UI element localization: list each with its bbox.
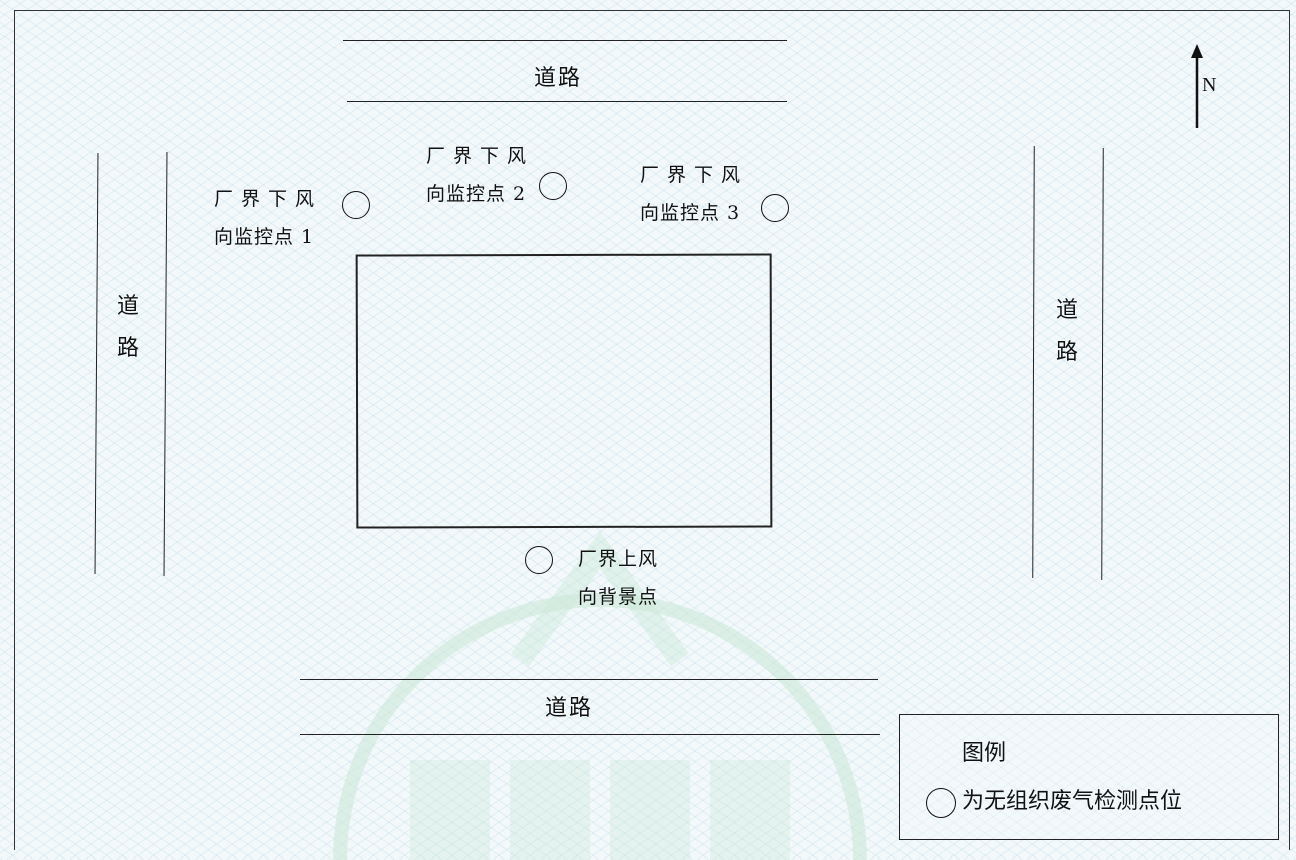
legend-circle-icon [926,788,956,818]
legend-item-text: 为无组织废气检测点位 [962,789,1183,814]
monitoring-point-3-line2: 向监控点 3 [640,202,741,224]
north-label: N [1202,74,1217,96]
north-road-label: 道路 [534,66,583,91]
monitoring-point-2-line2: 向监控点 2 [426,183,527,205]
south-road-edge-top [300,679,878,680]
east-road-label: 道路 [1055,298,1078,365]
background-point-label: 厂界上风 向背景点 [578,540,658,616]
monitoring-point-3-marker [761,194,789,222]
south-road-label: 道路 [545,696,594,721]
monitoring-point-1-marker [342,191,370,219]
west-road-label: 道路 [116,294,139,361]
legend-title: 图例 [962,741,1007,766]
background-point-marker [525,546,553,574]
background-point-line2: 向背景点 [578,586,659,608]
monitoring-point-1-line1: 厂界下风 [214,188,323,210]
monitoring-point-1-line2: 向监控点 1 [214,226,315,248]
monitoring-point-1-label: 厂界下风 向监控点 1 [214,180,322,256]
monitoring-point-2-marker [539,172,567,200]
monitoring-point-3-label: 厂界下风 向监控点 3 [640,156,748,232]
monitoring-point-3-line1: 厂界下风 [640,164,749,186]
background-point-line1: 厂界上风 [578,548,659,570]
south-road-edge-bottom [300,734,880,735]
north-arrow-icon [1191,44,1203,128]
north-road-edge-top [343,40,787,41]
factory-boundary [355,253,773,529]
legend-box: 图例 为无组织废气检测点位 [899,714,1279,840]
monitoring-point-2-line1: 厂界下风 [426,145,535,167]
north-road-edge-bottom [347,101,787,102]
map-frame [14,10,1290,850]
monitoring-point-2-label: 厂界下风 向监控点 2 [426,137,534,213]
